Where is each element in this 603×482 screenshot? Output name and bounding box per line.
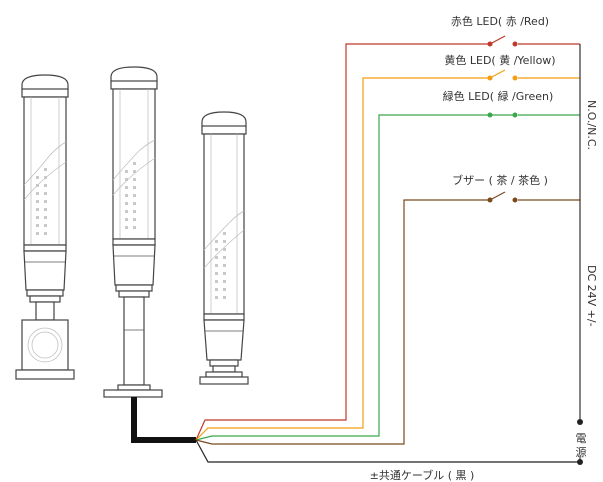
yellow-switch-contact-right	[512, 75, 518, 81]
main-cable	[131, 397, 196, 443]
signal-tower-right	[199, 111, 249, 385]
signal-tower-left	[15, 74, 75, 380]
brown-switch-contact-right	[512, 197, 518, 203]
green-switch-contact-right	[512, 112, 518, 118]
label-power: 電 源	[576, 432, 587, 459]
label-contact-type: N.O./N.C.	[585, 100, 598, 150]
power-terminal-bottom	[577, 459, 583, 465]
brown-switch-contact-left	[487, 197, 493, 203]
green-switch-contact-left	[487, 112, 493, 118]
label-common-cable: ±共通ケーブル ( 黒 )	[370, 468, 475, 482]
common-wire	[195, 439, 580, 463]
red-wire	[195, 35, 580, 441]
green-wire	[195, 114, 580, 441]
svg-text:源: 源	[576, 445, 587, 459]
yellow-switch-contact-left	[487, 75, 493, 81]
label-buzzer: ブザー ( 茶 / 茶色 )	[452, 173, 548, 187]
label-green-led: 緑色 LED( 緑 /Green)	[443, 89, 554, 103]
yellow-wire	[195, 69, 580, 441]
label-dc-voltage: DC 24V +/-	[585, 265, 598, 327]
red-switch-contact-right	[512, 41, 518, 47]
power-terminal-top	[577, 419, 583, 425]
label-red-led: 赤色 LED( 赤 /Red)	[451, 14, 549, 28]
brown-wire	[195, 191, 580, 445]
svg-text:電: 電	[576, 432, 587, 445]
label-yellow-led: 黄色 LED( 黄 /Yellow)	[444, 53, 555, 67]
signal-tower-middle	[103, 66, 163, 398]
red-switch-contact-left	[487, 41, 493, 47]
